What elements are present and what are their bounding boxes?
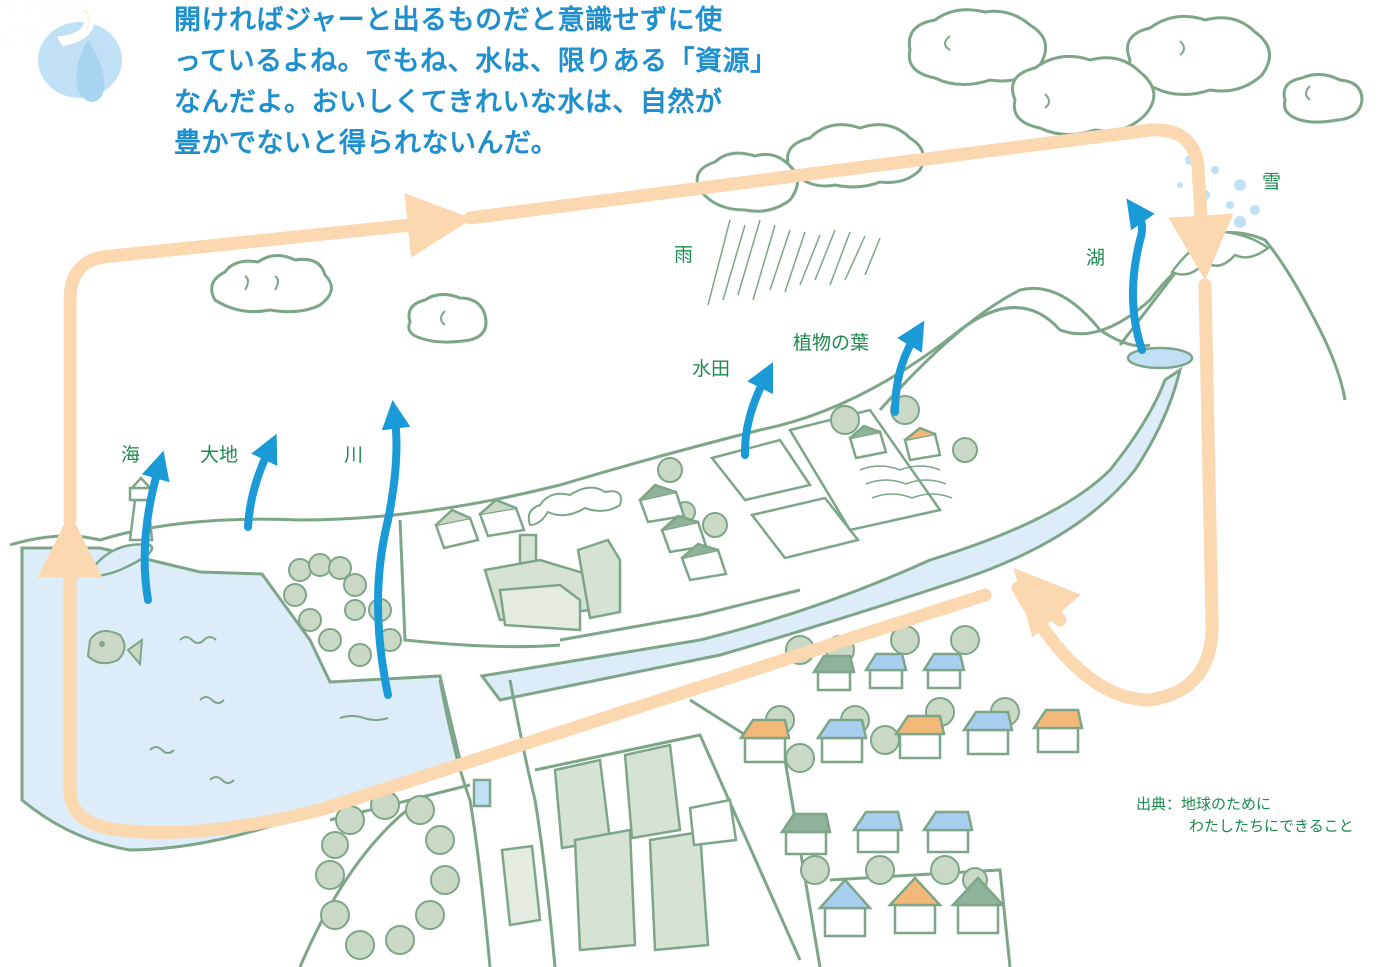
- label-sea: 海: [121, 444, 141, 466]
- title-badge: 使う: [0, 0, 106, 57]
- lake-evaporation-arrow: [1126, 198, 1155, 354]
- intro-line-1: 開ければジャーと出るものだと意識せずに使: [174, 5, 723, 36]
- label-paddy: 水田: [692, 358, 731, 380]
- label-leaves: 植物の葉: [793, 332, 870, 354]
- clouds: [210, 8, 1364, 344]
- label-land: 大地: [200, 444, 239, 466]
- credit-line-1: 出典：地球のために: [1136, 795, 1272, 813]
- intro-line-2: っているよね。でもね、水は、限りある「資源」: [174, 46, 778, 77]
- label-lake: 湖: [1086, 247, 1106, 269]
- mountain-snowcap: [1170, 230, 1271, 276]
- sea-evaporation-arrow: [140, 450, 170, 604]
- sea-coast: [86, 543, 154, 578]
- lake: [1126, 346, 1194, 370]
- cycle-arrows: [37, 123, 1234, 839]
- rain-lines: [707, 219, 881, 306]
- factory-smoke: [527, 486, 622, 527]
- paddy-fields: [709, 438, 861, 560]
- intro-line-4: 豊かでないと得られないんだ。: [174, 128, 559, 159]
- land-evaporation-arrow: [244, 433, 278, 531]
- houses: [738, 652, 1084, 938]
- label-rain: 雨: [674, 244, 694, 266]
- leaves-evaporation-arrow: [891, 320, 925, 416]
- intro-line-3: なんだよ。おいしくてきれいな水は、自然が: [174, 87, 723, 118]
- snow-dots: [1177, 155, 1260, 228]
- label-river: 川: [344, 444, 364, 466]
- wave-marks: [149, 636, 389, 784]
- river: [479, 366, 1183, 702]
- paddy-evaporation-arrow: [740, 361, 774, 459]
- label-snow: 雪: [1262, 171, 1282, 193]
- buildings: [434, 424, 942, 952]
- coastline: [9, 248, 1211, 547]
- roads: [298, 519, 1012, 967]
- credit-line-2: わたしたちにできること: [1189, 817, 1354, 835]
- intro-text: 開ければジャーと出るものだと意識せずに使 っているよね。でもね、水は、限りある「…: [174, 0, 794, 164]
- source-credit: 出典：地球のために わたしたちにできること: [1136, 793, 1354, 837]
- river-evaporation-arrow: [374, 399, 411, 699]
- water-drop-icon: [38, 22, 122, 102]
- evaporation-arrows: [140, 198, 1155, 699]
- cloud-details: [244, 35, 1311, 326]
- fish-icon: [86, 630, 144, 667]
- mountain-left: [878, 286, 1151, 411]
